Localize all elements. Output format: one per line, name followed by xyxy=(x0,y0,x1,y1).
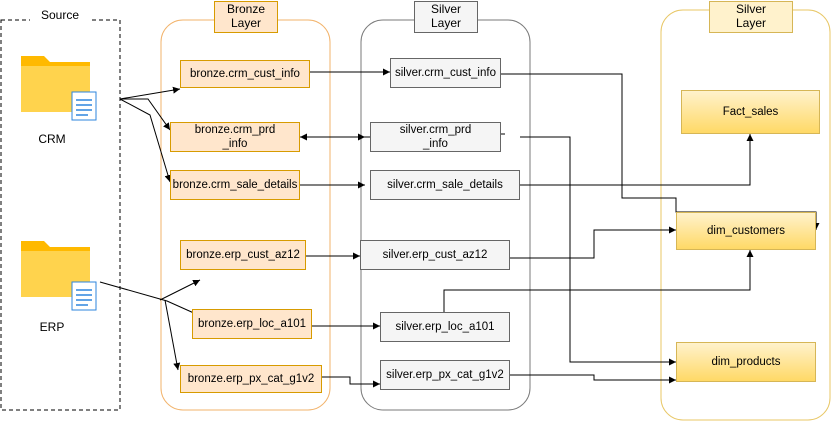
gold-table-dim-products[interactable]: dim_products xyxy=(676,342,816,382)
silver-table-crm-sale-details[interactable]: silver.crm_sale_details xyxy=(370,170,520,200)
silver-table-erp-px-cat-g1v2[interactable]: silver.erp_px_cat_g1v2 xyxy=(380,360,510,390)
bronze-layer-title: Bronze Layer xyxy=(214,1,278,33)
erp-label: ERP xyxy=(39,320,65,334)
bronze-table-crm-prd-info[interactable]: bronze.crm_prd _info xyxy=(170,122,300,152)
silver-to-gold-connectors xyxy=(443,73,820,384)
silver-table-erp-loc-a101[interactable]: silver.erp_loc_a101 xyxy=(380,312,510,342)
silver-layer-title: Silver Layer xyxy=(414,1,478,33)
bronze-table-erp-loc-a101[interactable]: bronze.erp_loc_a101 xyxy=(192,309,312,339)
silver-table-erp-cust-az12[interactable]: silver.erp_cust_az12 xyxy=(360,240,510,270)
crm-folder-icon xyxy=(21,56,97,121)
crm-to-bronze-connectors xyxy=(119,86,181,183)
bronze-to-silver-connectors xyxy=(300,68,390,388)
bronze-table-crm-cust-info[interactable]: bronze.crm_cust_info xyxy=(180,60,310,88)
source-title: Source xyxy=(30,8,90,22)
gold-layer-title: Silver Layer xyxy=(709,1,793,33)
erp-folder-icon xyxy=(21,241,97,311)
bronze-table-erp-cust-az12[interactable]: bronze.erp_cust_az12 xyxy=(180,240,306,270)
gold-table-dim-customers[interactable]: dim_customers xyxy=(676,212,816,250)
silver-table-crm-cust-info[interactable]: silver.crm_cust_info xyxy=(390,58,501,88)
crm-label: CRM xyxy=(38,132,66,146)
bronze-table-crm-sale-details[interactable]: bronze.crm_sale_details xyxy=(170,170,300,200)
silver-table-crm-prd-info[interactable]: silver.crm_prd _info xyxy=(370,122,501,152)
bronze-table-erp-px-cat-g1v2[interactable]: bronze.erp_px_cat_g1v2 xyxy=(180,365,322,393)
erp-to-bronze-connectors xyxy=(99,279,206,371)
gold-table-fact-sales[interactable]: Fact_sales xyxy=(681,90,820,134)
